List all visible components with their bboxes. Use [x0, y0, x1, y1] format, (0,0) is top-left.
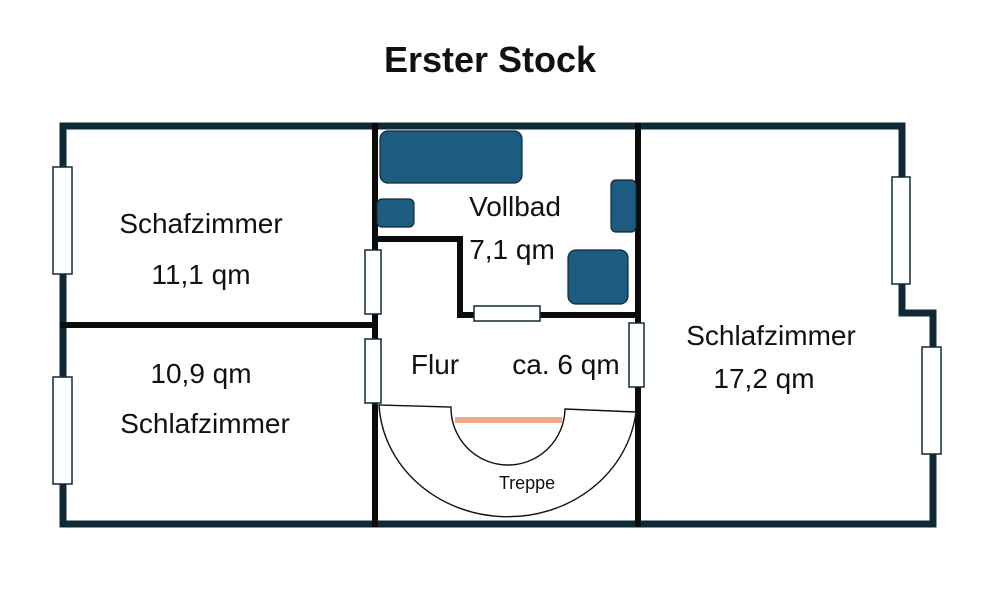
bath-fixtures: [376, 130, 637, 305]
door-bottom-left-room: [364, 338, 382, 404]
washbasin-icon: [376, 198, 415, 228]
window-right-lower: [921, 346, 942, 455]
room-name-bath: Vollbad: [469, 191, 561, 222]
exterior-wall: [59, 122, 937, 528]
room-name-top-left: Schafzimmer: [119, 208, 282, 239]
wall-bath: [375, 236, 641, 318]
outer-walls: [59, 122, 937, 528]
staircase: Treppe: [378, 404, 637, 518]
door-bath: [473, 305, 541, 322]
room-area-hall: ca. 6 qm: [512, 349, 619, 380]
toilet-icon: [610, 179, 637, 233]
door-top-left-room: [364, 249, 382, 315]
room-area-bath: 7,1 qm: [469, 234, 555, 265]
room-name-right: Schlafzimmer: [686, 320, 856, 351]
plan-title: Erster Stock: [384, 39, 597, 80]
door-right-room: [628, 322, 645, 388]
bathtub-icon: [379, 130, 523, 184]
window-top-left: [52, 166, 73, 275]
openings: [52, 166, 942, 485]
stair-outline: [378, 404, 637, 518]
window-bottom-left: [52, 376, 73, 485]
room-name-hall: Flur: [411, 349, 459, 380]
room-area-top-left: 11,1 qm: [151, 259, 250, 290]
room-name-bottom-left: Schlafzimmer: [120, 408, 290, 439]
room-labels: Schafzimmer 11,1 qm 10,9 qm Schlafzimmer…: [119, 191, 855, 439]
room-area-right: 17,2 qm: [713, 363, 814, 394]
room-area-bottom-left: 10,9 qm: [150, 358, 251, 389]
window-right-upper: [891, 176, 911, 285]
shower-icon: [567, 249, 629, 305]
stairs-label: Treppe: [499, 473, 555, 493]
